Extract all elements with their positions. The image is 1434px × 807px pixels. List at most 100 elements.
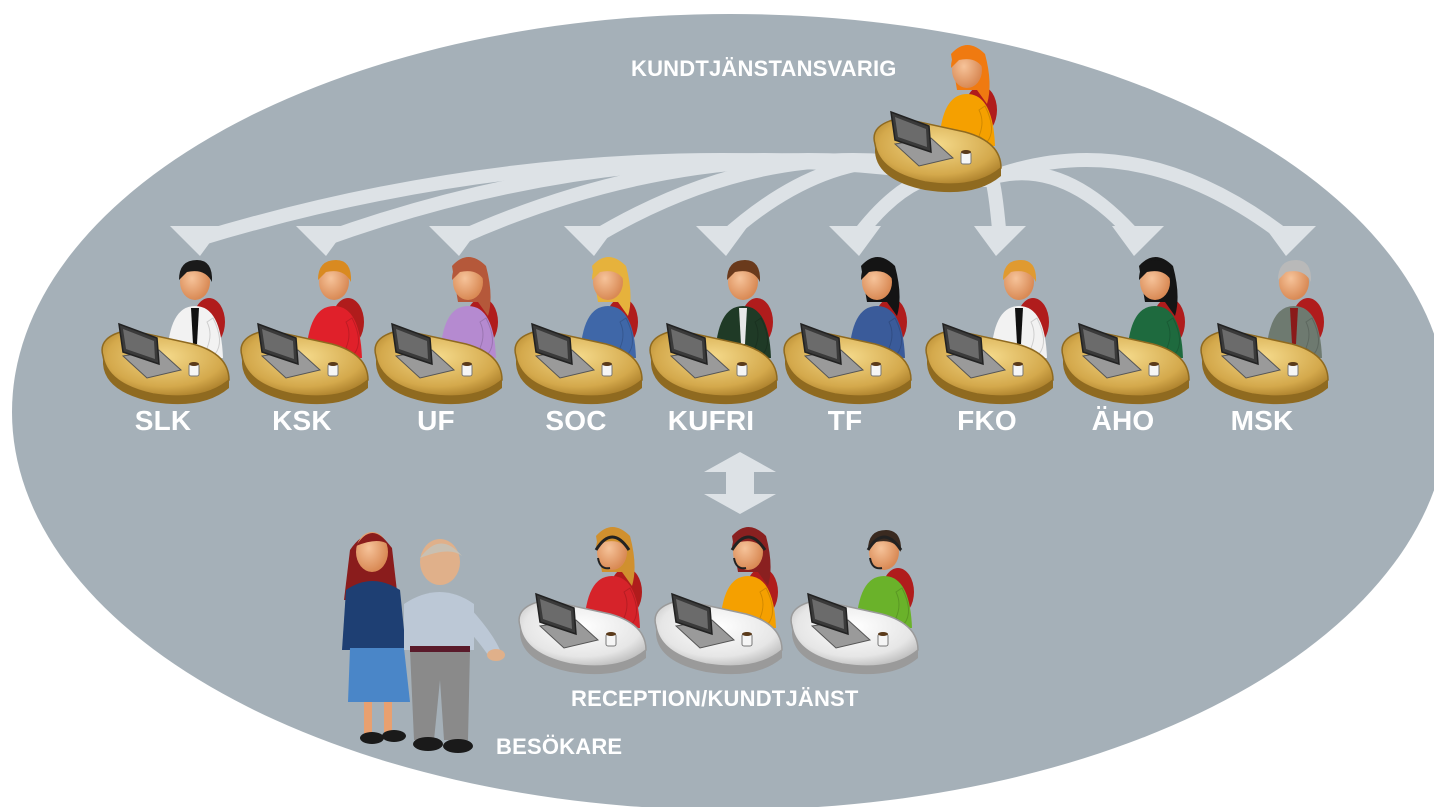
workstation: [240, 260, 369, 405]
headset: [866, 535, 903, 551]
man-hair: [420, 543, 462, 558]
tie: [1015, 308, 1023, 344]
workstation: [654, 527, 783, 675]
desk-edge: [651, 356, 777, 405]
workstation: [101, 260, 230, 405]
man-trousers: [410, 650, 470, 740]
reception-staff: [518, 527, 919, 675]
head: [733, 534, 763, 570]
laptop-display: [123, 329, 155, 359]
coffee: [878, 632, 888, 636]
head: [319, 264, 349, 300]
head: [597, 534, 627, 570]
department-label: SLK: [134, 405, 192, 436]
man-arm: [464, 608, 500, 658]
desk-edge: [103, 356, 229, 405]
visitors-title: BESÖKARE: [496, 734, 623, 759]
arrow-shaft: [978, 153, 1297, 247]
hair: [1003, 260, 1037, 282]
man-shirt: [404, 592, 474, 650]
hair: [452, 260, 486, 282]
woman-hair-top: [356, 533, 390, 546]
arm: [623, 587, 637, 625]
coffee: [328, 362, 338, 366]
arm: [895, 587, 909, 625]
hair: [1139, 260, 1173, 282]
woman-shoe: [382, 730, 406, 742]
arm: [978, 105, 992, 143]
arm: [888, 317, 902, 355]
arm: [1305, 317, 1319, 355]
workstation: [925, 260, 1054, 405]
desk-edge: [656, 626, 782, 675]
tie: [1290, 308, 1298, 344]
woman-leg: [384, 702, 392, 734]
woman-shoe: [360, 732, 384, 744]
arm: [1030, 317, 1044, 355]
coffee: [606, 632, 616, 636]
coffee: [1149, 362, 1159, 366]
headset: [594, 535, 631, 551]
arrow-head: [564, 226, 616, 256]
workstation: [374, 257, 503, 405]
tie: [739, 308, 747, 344]
laptop-display: [812, 599, 844, 629]
workstation: [1061, 257, 1190, 405]
desk-edge: [242, 356, 368, 405]
hair: [318, 260, 352, 282]
workstation: [790, 530, 919, 675]
laptop-display: [396, 329, 428, 359]
headset-mic: [597, 557, 611, 570]
laptop-display: [676, 599, 708, 629]
laptop-display: [895, 117, 927, 147]
laptop-display: [1083, 329, 1115, 359]
head: [869, 534, 899, 570]
laptop-display: [805, 329, 837, 359]
coffee: [871, 362, 881, 366]
head: [1004, 264, 1034, 300]
laptop-display: [1222, 329, 1254, 359]
man-shoe: [413, 737, 443, 751]
man-belt: [410, 646, 470, 652]
man-shoe: [443, 739, 473, 753]
coffee: [602, 362, 612, 366]
arrow-head: [974, 226, 1026, 256]
laptop-display: [536, 329, 568, 359]
arrow-head: [696, 226, 748, 256]
laptop-display: [262, 329, 294, 359]
hair: [179, 260, 213, 282]
hair: [596, 530, 630, 552]
department-label: MSK: [1230, 405, 1294, 436]
tie: [191, 308, 199, 344]
hair: [732, 530, 766, 552]
head: [1140, 264, 1170, 300]
laptop-display: [671, 329, 703, 359]
desk-edge: [927, 356, 1053, 405]
hair: [727, 260, 761, 282]
desk-edge: [1063, 356, 1189, 405]
desk-edge: [516, 356, 642, 405]
woman-leg: [364, 702, 372, 734]
department-staff: [101, 257, 1329, 405]
coffee: [189, 362, 199, 366]
customer-service-manager: [873, 45, 1002, 193]
workstation: [1200, 260, 1329, 405]
department-label: KUFRI: [667, 405, 755, 436]
department-label: ÄHO: [1091, 405, 1155, 436]
department-label: SOC: [545, 405, 607, 436]
arrow-head: [170, 226, 222, 256]
arrow-head: [1264, 226, 1316, 256]
arm: [479, 317, 493, 355]
laptop-display: [947, 329, 979, 359]
desk-edge: [1202, 356, 1328, 405]
workstation: [518, 527, 647, 675]
arm: [1166, 317, 1180, 355]
arrow-head: [296, 226, 348, 256]
hair: [592, 260, 626, 282]
coffee: [462, 362, 472, 366]
man-hand: [487, 649, 505, 661]
coffee: [742, 632, 752, 636]
woman-skirt: [348, 648, 410, 702]
woman-jacket: [342, 581, 406, 650]
